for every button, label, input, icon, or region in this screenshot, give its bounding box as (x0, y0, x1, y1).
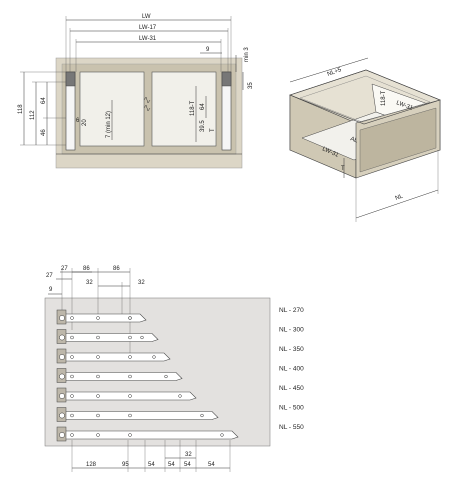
bottom-dim-128: 128 (86, 462, 97, 468)
length-label: NL - 500 (279, 405, 304, 412)
drawer-rail (56, 407, 219, 422)
length-label: NL - 400 (279, 366, 304, 373)
length-label: NL - 350 (279, 346, 304, 353)
top-dim-86b: 86 (113, 266, 120, 272)
drawer-rail (56, 348, 171, 364)
dim-9: 9 (206, 47, 210, 53)
dim-min3: min 3 (244, 47, 250, 62)
dim-118-t-iso: 118-T (381, 90, 387, 106)
bottom-dim-54b: 54 (168, 462, 175, 468)
dim-35: 35 (248, 82, 254, 89)
drawer-rail (56, 329, 159, 344)
length-label: NL - 550 (279, 424, 304, 431)
isometric-section: NL+5 NL LW-31 AL 118-T LW-31 T (289, 57, 441, 222)
rail-group (56, 309, 239, 442)
length-label: NL - 270 (279, 307, 304, 314)
dim-nl-plus-5: NL+5 (327, 67, 343, 78)
dim-20: 20 (82, 119, 88, 126)
top-dim-32: 32 (86, 280, 93, 286)
dim-nl: NL (395, 193, 405, 201)
top-dim-32b: 32 (138, 280, 145, 286)
dim-64: 64 (41, 97, 47, 104)
dim-7-min12: 7 (min 12) (106, 111, 112, 138)
top-dim-27a: 27 (61, 266, 68, 272)
dim-112: 112 (30, 110, 36, 120)
bottom-dim-54a: 54 (148, 462, 155, 468)
drawer-rail (56, 387, 197, 403)
drawer-rail (56, 426, 239, 442)
side-panel (44, 297, 271, 447)
dim-118-t: 118-T (190, 100, 196, 116)
drawer-rail (56, 368, 183, 383)
length-label: NL - 450 (279, 385, 304, 392)
dim-46: 46 (41, 129, 47, 136)
bottom-dim-95: 95 (122, 462, 129, 468)
top-dim-86a: 86 (83, 266, 90, 272)
dim-39-5: 39.5 (200, 120, 206, 132)
bottom-dim-54c: 54 (184, 462, 191, 468)
dim-t-iso: T (341, 166, 345, 172)
dim-118: 118 (18, 104, 24, 114)
dim-lw-31-back: LW-31 (395, 100, 414, 112)
top-dim-27b: 27 (46, 273, 53, 279)
dim-al: AL (349, 136, 359, 144)
dim-lw-17: LW-17 (139, 25, 157, 31)
drawer-rail (56, 309, 147, 325)
dim-lw: LW (142, 14, 151, 20)
dim-lw-31: LW-31 (139, 36, 157, 42)
front-section: LW LW-17 LW-31 9 min 3 118 112 64 46 7 (… (18, 14, 254, 169)
bottom-dim-54d: 54 (208, 462, 215, 468)
top-dim-9: 9 (49, 287, 53, 293)
side-section: 27 27 86 86 32 9 32 128 95 54 54 32 54 5… (44, 266, 304, 472)
dim-t: T (210, 128, 216, 132)
dim-64-inner: 64 (200, 103, 206, 110)
front-plate-right (151, 71, 217, 147)
dim-6: 6 (76, 118, 80, 124)
bottom-dim-32: 32 (185, 452, 192, 458)
length-label: NL - 300 (279, 327, 304, 334)
length-labels: NL - 270 NL - 300 NL - 350 NL - 400 NL - 450… (279, 307, 304, 431)
